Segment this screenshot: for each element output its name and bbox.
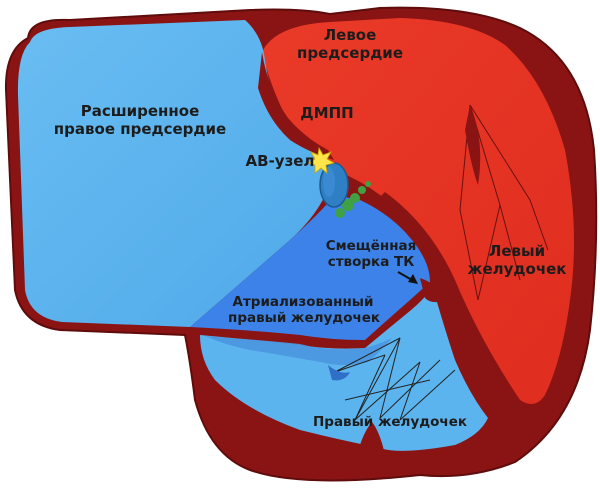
atrialized-right-ventricle xyxy=(190,195,430,340)
rv-apex-wall xyxy=(360,422,385,456)
left-heart-chambers xyxy=(262,18,574,404)
displaced-tv-leaflet xyxy=(205,336,392,365)
label-left-ventricle: Левый желудочек xyxy=(462,242,572,278)
label-atrialized-rv: Атриализованный правый желудочек xyxy=(228,294,381,326)
label-left-atrium-line1: Левое xyxy=(323,26,377,44)
valve-tissue xyxy=(335,181,371,218)
atrial-septum xyxy=(258,52,334,160)
label-asd: ДМПП xyxy=(300,104,354,122)
label-right-atrium-line2: правое предсердие xyxy=(53,120,227,138)
label-left-atrium-line2: предсердие xyxy=(297,44,403,62)
tv-annulus-wall xyxy=(420,278,445,303)
label-left-atrium: Левое предсердие xyxy=(290,26,410,62)
label-displaced-leaflet-line1: Смещённая xyxy=(325,238,417,254)
label-left-ventricle-line1: Левый xyxy=(488,242,546,260)
label-atrialized-rv-line2: правый желудочек xyxy=(228,310,381,326)
av-node-spark-icon xyxy=(306,146,336,174)
label-displaced-leaflet: Смещённая створка ТК xyxy=(322,238,420,270)
lv-papillary-muscle xyxy=(465,105,481,185)
label-displaced-leaflet-line2: створка ТК xyxy=(327,254,415,270)
label-right-atrium-line1: Расширенное xyxy=(80,102,200,120)
label-av-node: АВ-узел xyxy=(245,152,315,170)
label-atrialized-rv-line1: Атриализованный xyxy=(232,294,374,310)
rv-papillary-muscle xyxy=(328,365,350,381)
arrow-icon xyxy=(397,271,418,284)
tricuspid-chordae xyxy=(334,337,456,421)
label-right-ventricle: Правый желудочек xyxy=(312,414,468,430)
right-ventricle xyxy=(200,285,488,451)
mitral-chordae xyxy=(459,104,549,301)
label-right-atrium: Расширенное правое предсердие xyxy=(50,102,230,138)
right-atrium xyxy=(17,20,331,327)
label-left-ventricle-line2: желудочек xyxy=(467,260,567,278)
